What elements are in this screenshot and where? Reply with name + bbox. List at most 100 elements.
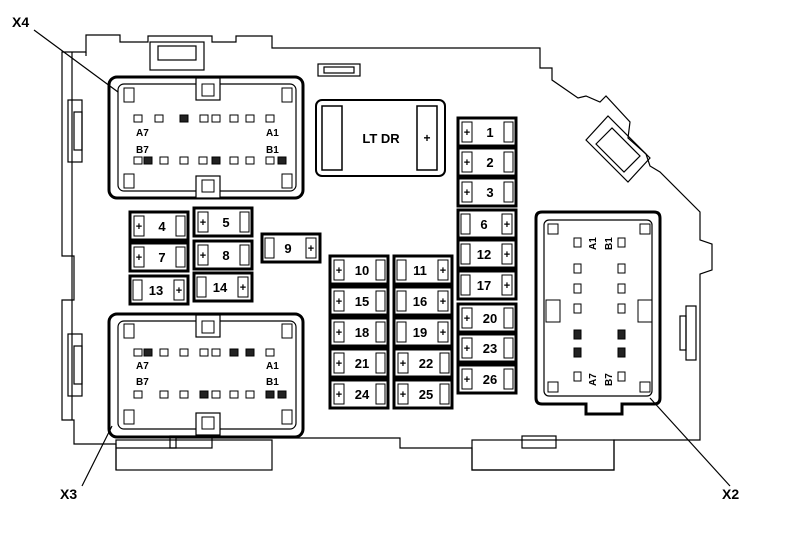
callout-x3: X3 [60,486,78,502]
fuse-19: +19 [392,316,454,348]
fuse-12-plus: + [504,249,510,261]
fuse-16-label: 16 [413,294,427,309]
connector-pin [277,156,287,165]
fuse-15-plus: + [336,296,342,308]
connector-pin [179,156,189,165]
x2-pin-label-a7: A7 [588,373,599,386]
fuse-9-plus: + [308,243,314,255]
fuse-4-plus: + [136,221,142,233]
fuse-24: +24 [328,378,390,410]
connector-pin [573,329,582,340]
connector-pin [154,114,164,123]
fuse-1-label: 1 [486,125,493,140]
x2-pin-label-b1: B1 [604,237,615,250]
x3-pin-label-a7: A7 [136,361,149,372]
relay-lt-dr: LT DR + [315,99,446,177]
connector-pin [159,156,169,165]
fuse-23: +23 [456,332,518,364]
connector-pin [573,303,582,314]
fuse-15-label: 15 [355,294,369,309]
fuse-16: +16 [392,285,454,317]
fuse-19-plus: + [440,327,446,339]
x4-pin-label-a7: A7 [136,128,149,139]
fuse-25: +25 [392,378,454,410]
connector-pin [133,114,143,123]
fuse-26-plus: + [464,374,470,386]
fuse-21-plus: + [336,358,342,370]
fuse-1-plus: + [464,127,470,139]
connector-pin [159,390,169,399]
fuse-23-label: 23 [483,341,497,356]
connector-pin [617,263,626,274]
connector-pin [143,156,153,165]
x2-pin-label-b7: B7 [604,373,615,386]
fuse-22-plus: + [400,358,406,370]
connector-pin [133,156,143,165]
x3-leader-line [81,425,113,487]
fuse-15: +15 [328,285,390,317]
x3-pin-label-b7: B7 [136,377,149,388]
connector-pin [199,348,209,357]
connector-x4: A7 B7 A1 B1 [107,75,305,200]
fuse-22: +22 [392,347,454,379]
fuse-19-label: 19 [413,325,427,340]
fuse-3-plus: + [464,187,470,199]
fuse-2-label: 2 [486,155,493,170]
fuse-12-label: 12 [477,247,491,262]
fuse-24-label: 24 [355,387,370,402]
connector-pin [573,283,582,294]
connector-pin [211,390,221,399]
housing-side-tabs [67,41,697,449]
connector-pin [179,348,189,357]
fuse-5-label: 5 [222,215,229,230]
fuse-14-label: 14 [213,280,228,295]
connector-pin [245,390,255,399]
connector-pin [211,156,221,165]
x3-pin-label-a1: A1 [266,361,279,372]
fuse-9-label: 9 [284,241,291,256]
fuse-13-plus: + [176,285,182,297]
connector-x2-pins [573,237,626,382]
connector-pin [211,348,221,357]
fuse-4-label: 4 [158,219,166,234]
connector-pin [229,156,239,165]
fuse-14: +14 [192,271,254,303]
connector-x4-pins [133,114,287,165]
fuse-10-plus: + [336,265,342,277]
connector-pin [159,348,169,357]
fuse-18-plus: + [336,327,342,339]
fuse-13: +13 [128,274,190,306]
relay-label: LT DR [362,131,400,146]
connector-pin [265,348,275,357]
fuse-17: +17 [456,269,518,301]
fuse-8-plus: + [200,250,206,262]
connector-pin [229,114,239,123]
fuse-11: +11 [392,254,454,286]
fuse-7-plus: + [136,252,142,264]
fuse-18-label: 18 [355,325,369,340]
connector-pin [617,283,626,294]
connector-x3: A7 B7 A1 B1 [107,312,305,439]
connector-pin [229,348,239,357]
connector-x2: A1 B1 A7 B7 [534,210,662,416]
fuse-9: +9 [260,232,322,264]
fuse-24-plus: + [336,389,342,401]
fuse-6-plus: + [504,219,510,231]
fuse-16-plus: + [440,296,446,308]
fuse-13-label: 13 [149,283,163,298]
fuse-4: +4 [128,210,190,242]
fuse-20-plus: + [464,313,470,325]
fuse-17-plus: + [504,280,510,292]
connector-pin [133,348,143,357]
connector-x3-pins [133,348,287,399]
connector-pin [573,371,582,382]
connector-pin [179,114,189,123]
fuse-14-plus: + [240,282,246,294]
fuse-8-label: 8 [222,248,229,263]
x3-pin-label-b1: B1 [266,377,279,388]
fuse-10: +10 [328,254,390,286]
fuse-5: +5 [192,206,254,238]
connector-pin [265,114,275,123]
connector-pin [133,390,143,399]
fuse-7: +7 [128,241,190,273]
